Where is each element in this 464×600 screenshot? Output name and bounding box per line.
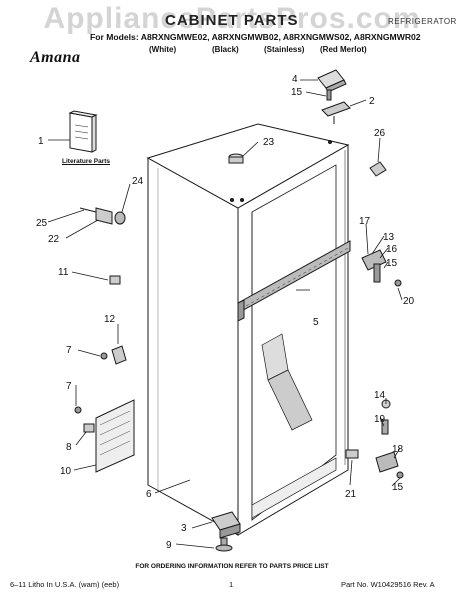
callout-18: 18 [392,444,404,455]
callout-12: 12 [104,314,116,325]
callout-7a: 7 [66,345,72,356]
clip-8 [83,423,95,433]
screw-7 [74,406,82,414]
cabinet-shell [146,123,350,536]
part-number: Part No. W10429516 Rev. A [341,580,435,589]
watermark: AppliancePartsPros.com [43,2,421,35]
leader-lines [47,79,403,549]
bottom-hinge [375,399,404,479]
hinge-cap [369,161,387,177]
callout-11: 11 [58,267,69,278]
page-number: 1 [229,580,234,589]
page-title: CABINET PARTS [165,12,299,29]
callout-10: 10 [60,466,72,477]
clip-part [109,275,121,285]
cabinet-plug [228,153,244,164]
mount-bracket [100,345,127,365]
callout-25: 25 [36,218,48,229]
color-black: (Black) [212,45,239,54]
divider-mullion [237,240,351,322]
callout-7b: 7 [66,381,72,392]
model-list: For Models: A8RXNGMWE02, A8RXNGMWB02, A8… [90,32,421,42]
callout-6: 6 [146,489,152,500]
hinge-shim [345,449,359,459]
callout-4: 4 [292,74,298,85]
literature-booklet [68,110,98,153]
callout-13: 13 [383,232,395,243]
callout-16: 16 [386,244,398,255]
callout-15a: 15 [291,87,303,98]
color-red-merlot: (Red Merlot) [320,45,367,54]
callout-2: 2 [369,96,375,107]
callout-20: 20 [403,296,415,307]
callout-numbers: 1 2 3 4 5 6 7 7 8 9 10 11 12 13 14 15 15… [36,74,415,551]
callout-9: 9 [166,540,172,551]
callout-24: 24 [132,176,144,187]
top-hinge-cover [317,69,347,93]
rear-panel [95,399,135,473]
leveling-leg [211,511,241,552]
callout-23: 23 [263,137,275,148]
callout-21: 21 [345,489,357,500]
callout-1: 1 [38,136,44,147]
top-hinge [321,101,351,124]
appliance-type: REFRIGERATOR [388,17,457,26]
callout-14: 14 [374,390,386,401]
color-stainless: (Stainless) [264,45,305,54]
callout-22: 22 [48,234,60,245]
callout-26: 26 [374,128,386,139]
callout-17: 17 [359,216,371,227]
color-white: (White) [149,45,177,54]
rear-duct [261,333,313,431]
bottom-trim [251,457,337,519]
literature-parts-label: Literature Parts [62,158,111,165]
litho-info: 6–11 Litho In U.S.A. (wam) (eeb) [10,580,120,589]
callout-15c: 15 [392,482,404,493]
center-hinge [361,249,402,287]
callout-5: 5 [313,317,319,328]
ordering-note: FOR ORDERING INFORMATION REFER TO PARTS … [135,563,329,570]
callout-8: 8 [66,442,72,453]
hinge-screw [326,89,332,101]
callout-15b: 15 [386,258,398,269]
left-hinge-assembly [79,207,126,225]
callout-19: 19 [374,414,386,425]
brand-logo: Amana [30,49,81,66]
callout-3: 3 [181,523,187,534]
